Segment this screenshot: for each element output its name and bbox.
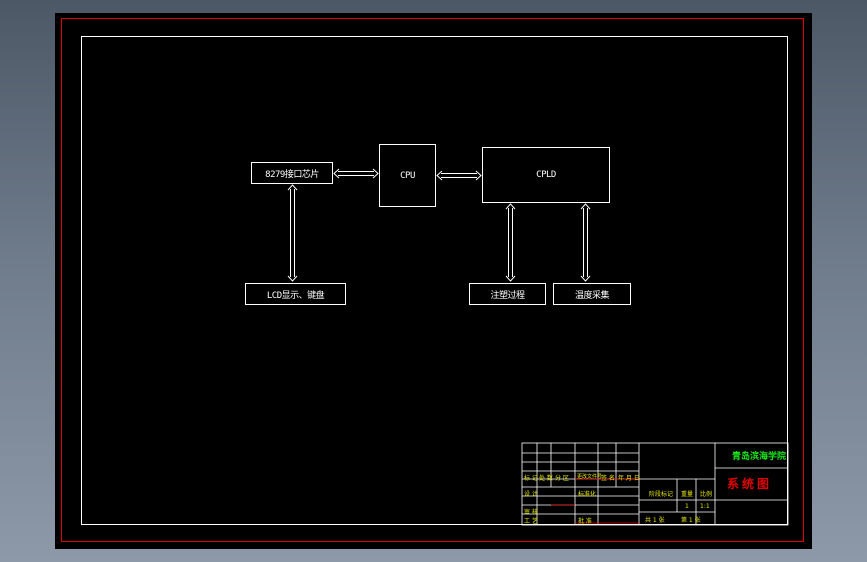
drawing-title: 系统图 bbox=[727, 477, 773, 491]
title-block-label: 比例 bbox=[700, 491, 713, 498]
title-block-label: 重量 bbox=[681, 491, 694, 498]
title-block-label: 设 计 bbox=[524, 491, 538, 498]
connector-cpld-injection bbox=[505, 203, 516, 282]
inner-border bbox=[81, 36, 788, 525]
title-block-value: 1:1 bbox=[700, 503, 710, 510]
title-block-label: 分 区 bbox=[555, 475, 569, 482]
title-block-label: 标 记 bbox=[524, 475, 538, 482]
school-name: 青岛滨海学院 bbox=[732, 452, 787, 462]
connector-8279-cpu bbox=[333, 168, 379, 179]
diagram-lines bbox=[287, 168, 789, 526]
outer-border bbox=[61, 18, 804, 542]
block-temperature-acquisition: 温度采集 bbox=[553, 283, 631, 305]
connector-cpu-cpld bbox=[436, 170, 482, 181]
block-cpu: CPU bbox=[379, 144, 436, 207]
connector-8279-lcd bbox=[287, 184, 298, 282]
block-cpld: CPLD bbox=[482, 147, 610, 203]
title-block-label: 更改文件号 bbox=[577, 474, 603, 480]
title-block-grid bbox=[521, 442, 789, 526]
title-block-label: 阶段标记 bbox=[649, 491, 674, 498]
title-block-label: 处 数 bbox=[539, 475, 553, 482]
block-lcd-keyboard: LCD显示、键盘 bbox=[245, 283, 346, 305]
title-block-label: 审 核 bbox=[524, 509, 538, 516]
title-block-label: 签 名 bbox=[601, 475, 615, 482]
title-block-label: 共 1 张 bbox=[645, 517, 665, 524]
title-block-label: 标准化 bbox=[578, 491, 597, 498]
block-injection-process: 注塑过程 bbox=[469, 283, 546, 305]
block-8279-interface-chip: 8279接口芯片 bbox=[251, 162, 333, 184]
title-block-value: 1 bbox=[685, 503, 689, 510]
connector-cpld-temperature bbox=[580, 203, 591, 282]
title-block-label: 第 1 张 bbox=[681, 517, 701, 524]
title-block-label: 年 月 日 bbox=[618, 475, 640, 482]
drawing-sheet: 8279接口芯片 CPU CPLD LCD显示、键盘 注塑过程 温度采集 bbox=[55, 13, 812, 549]
title-block-label: 工 艺 bbox=[524, 518, 538, 525]
title-block-label: 批 准 bbox=[578, 518, 592, 525]
